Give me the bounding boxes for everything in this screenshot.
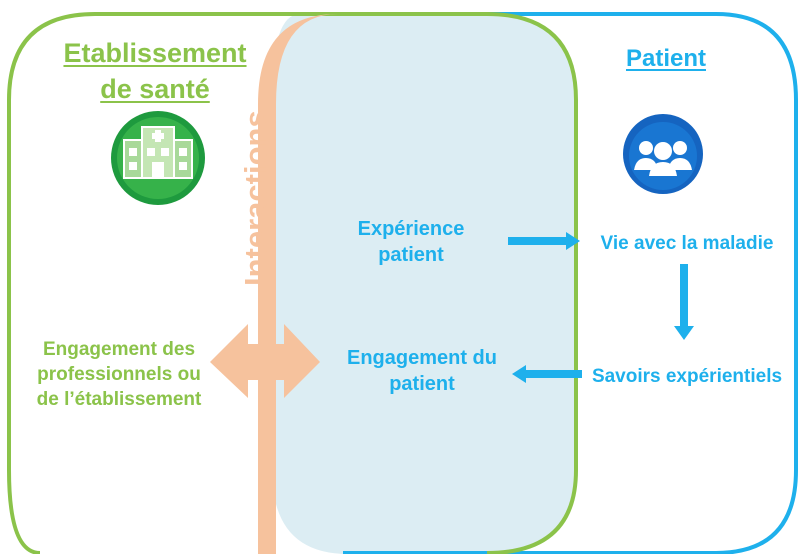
establishment-title-line1: Etablissement [63,38,247,68]
engagement-pro-line2: professionnels ou [37,364,201,386]
savoirs-experientiels-label: Savoirs expérientiels [591,366,783,387]
arrow-vie-to-savoirs [674,264,694,340]
experience-line2: patient [378,244,444,267]
engagement-pro-line3: de l’établissement [36,389,202,411]
patient-area-border [278,12,798,554]
engagement-patient-line2: patient [389,373,455,396]
engagement-patient-line1: Engagement du [346,347,497,369]
engagement-pro-line1: Engagement des [42,339,196,360]
experience-line1: Expérience [357,218,465,240]
people-group-icon [623,114,703,194]
engagement-patient-label: Engagement du patient [322,345,522,398]
hospital-icon [111,111,205,205]
interaction-double-arrow [210,324,320,398]
establishment-title-line2: de santé [100,73,210,104]
vie-avec-maladie-label: Vie avec la maladie [600,233,774,254]
establishment-area-border [7,12,578,554]
interactions-band [258,14,338,554]
interactions-label: Interactions [238,110,273,286]
arrow-experience-to-vie [508,232,580,250]
arrow-savoirs-to-engagement [512,365,582,383]
establishment-title: Etablissement de santé [40,36,270,107]
experience-patient-label: Expérience patient [318,216,504,269]
patient-title: Patient [625,45,706,72]
overlap-region [272,14,576,554]
engagement-professionnels-label: Engagement des professionnels ou de l’ét… [14,337,224,412]
